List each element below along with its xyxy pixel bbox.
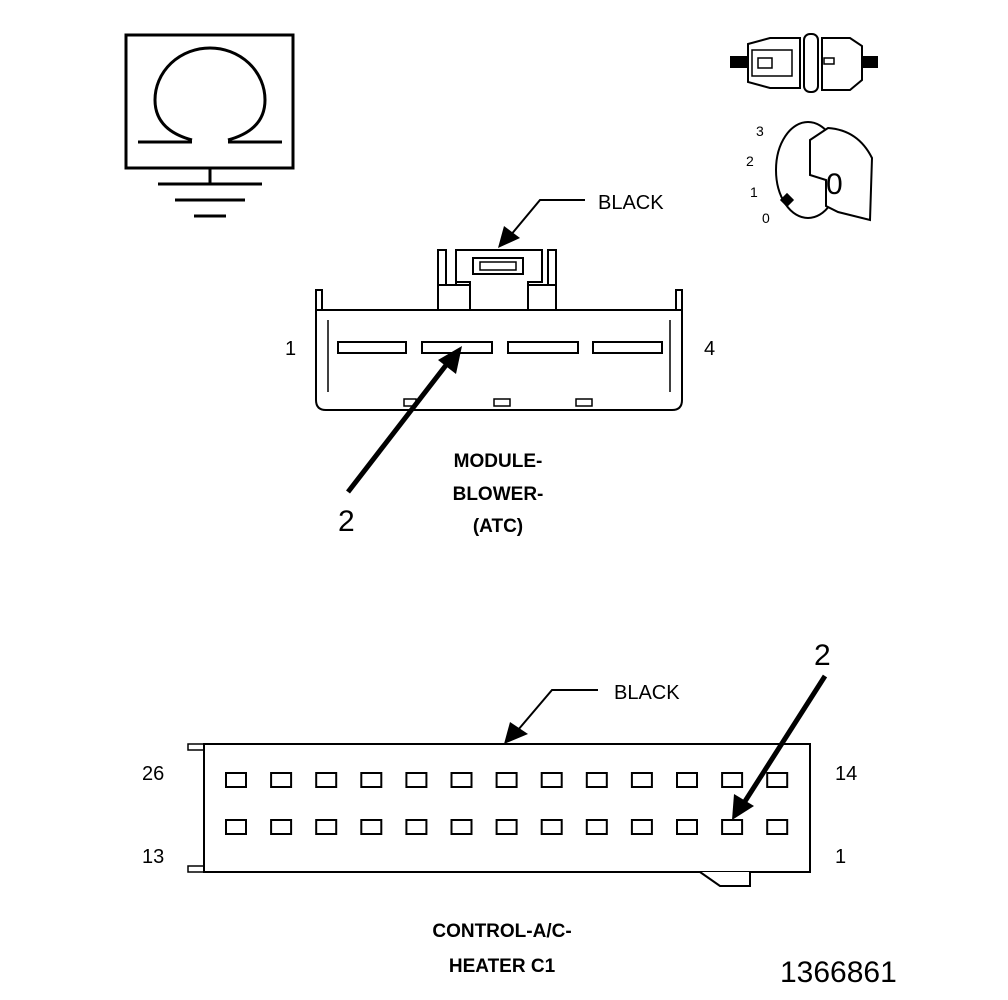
bottom-pin-top-right: 14 [835,763,857,785]
bottom-color-callout [504,689,598,744]
top-color-callout [498,199,585,248]
top-connector-color: BLACK [598,192,664,214]
key-position-1: 1 [750,184,758,200]
cavity-4 [592,341,663,354]
cavity [315,772,338,788]
cavity [630,772,653,788]
cavity [495,772,518,788]
cavity [360,819,383,835]
cavity [495,819,518,835]
ignition-off-icon: 0 3 2 1 0 [746,121,874,226]
bottom-pin-bottom-right: 1 [835,846,846,868]
cavity [225,819,247,835]
bottom-connector-color: BLACK [614,682,680,704]
disconnected-connector-icon [730,33,878,93]
cavity-3 [507,341,579,354]
bottom-callout-number: 2 [814,639,831,672]
top-pin-right: 4 [704,338,715,360]
cavity [540,819,563,835]
cavity-grid [225,772,789,835]
bottom-pin-top-left: 26 [142,763,164,785]
cavity [721,772,744,788]
cavity [450,819,473,835]
cavity [676,772,698,788]
cavity [585,772,608,788]
cavity [225,772,247,788]
key-position-3: 3 [756,123,764,139]
top-connector-name-line3: (ATC) [473,516,523,537]
cavity [766,772,789,788]
cavity-1 [337,341,407,354]
cavity [585,819,608,835]
key-face-label: 0 [826,168,843,201]
cavity [630,819,653,835]
bottom-pin-bottom-left: 13 [142,846,164,868]
cavity [766,819,789,835]
key-position-0: 0 [762,210,770,226]
ohmmeter-ground-icon [124,33,295,218]
cavity [540,772,563,788]
cavity [405,772,428,788]
cavity [315,819,338,835]
cavity [360,772,383,788]
top-callout-number: 2 [338,505,355,538]
top-pin-left: 1 [285,338,296,360]
ac-heater-connector [187,743,811,887]
top-connector-name-line2: BLOWER- [453,484,544,505]
figure-number: 1366861 [780,956,897,989]
bottom-connector-name-line1: CONTROL-A/C- [432,921,571,942]
cavity [405,819,428,835]
bottom-connector-name-line2: HEATER C1 [449,956,556,977]
cavity [721,819,744,835]
top-connector-name-line1: MODULE- [454,451,543,472]
blower-module-connector [315,249,683,411]
bottom-pin-arrow [732,674,828,820]
cavity [676,819,698,835]
key-position-2: 2 [746,153,754,169]
cavity [450,772,473,788]
top-pin-arrow [346,346,462,494]
cavity [270,772,293,788]
cavity [270,819,293,835]
